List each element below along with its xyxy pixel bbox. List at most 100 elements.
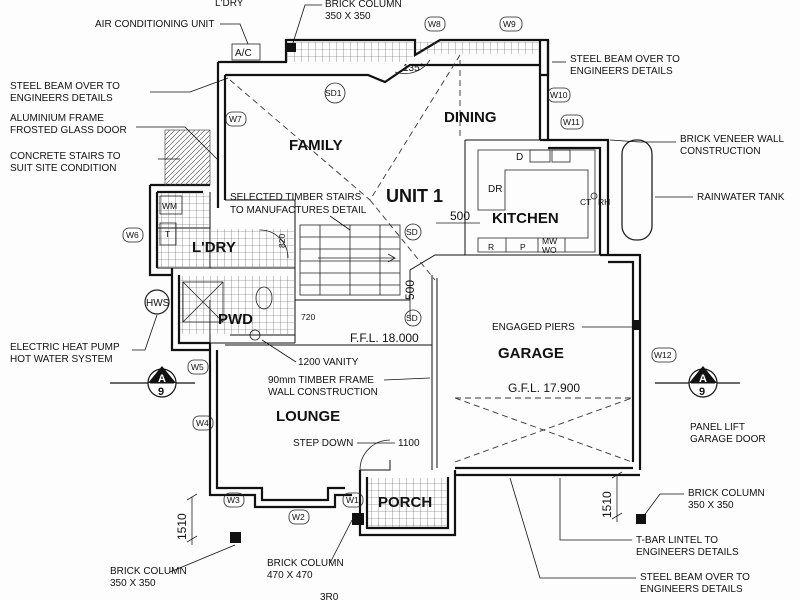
step-down-label: STEP DOWN bbox=[293, 438, 353, 449]
steel-beam-right-label-1: STEEL BEAM OVER TO bbox=[570, 54, 680, 65]
laundry-tiles bbox=[158, 193, 209, 267]
engaged-piers-label: ENGAGED PIERS bbox=[492, 322, 575, 333]
r-label: R bbox=[488, 242, 494, 252]
section-letter-right: A bbox=[699, 373, 707, 385]
dim-820: 820 bbox=[277, 234, 287, 248]
section-number-left: 9 bbox=[158, 386, 164, 398]
dashed-lines bbox=[229, 54, 633, 463]
room-lounge: LOUNGE bbox=[276, 408, 340, 425]
porch-tiles bbox=[368, 478, 447, 527]
timber-stairs-label-1: SELECTED TIMBER STAIRS bbox=[230, 192, 362, 203]
shower-cross bbox=[182, 281, 224, 323]
brick-col-bm-label-2: 470 X 470 bbox=[267, 570, 313, 581]
pwd-tiles bbox=[180, 276, 294, 334]
mw-label: MW bbox=[542, 236, 557, 246]
kitchen-benches bbox=[477, 149, 598, 253]
balcony-tiles bbox=[286, 42, 413, 62]
room-garage: GARAGE bbox=[498, 345, 564, 362]
top-partial-label: L'DRY bbox=[215, 0, 244, 9]
window-tag-w11: W11 bbox=[563, 117, 580, 127]
window-tag-w8: W8 bbox=[428, 19, 441, 29]
window-tag-w12: W12 bbox=[654, 350, 672, 360]
washing-machine-shape bbox=[159, 195, 183, 215]
sd1-label: SD1 bbox=[325, 88, 342, 98]
sink-icon-2 bbox=[551, 149, 571, 163]
gfl-label: G.F.L. 17.900 bbox=[508, 381, 580, 395]
p-label: P bbox=[520, 242, 526, 252]
window-tag-w6: W6 bbox=[126, 230, 139, 240]
timber-frame-label-1: 90mm TIMBER FRAME bbox=[268, 375, 374, 386]
window-tag-w5: W5 bbox=[191, 362, 204, 372]
rainwater-label: RAINWATER TANK bbox=[697, 192, 785, 203]
electric-label-2: HOT WATER SYSTEM bbox=[10, 354, 113, 365]
d-label: D bbox=[516, 152, 523, 163]
brick-veneer-label-2: CONSTRUCTION bbox=[680, 146, 761, 157]
brick-col-br-label-2: 350 X 350 bbox=[688, 500, 734, 511]
window-tag-w2: W2 bbox=[292, 512, 305, 522]
section-number-right: 9 bbox=[699, 386, 705, 398]
vanity-label: 1200 VANITY bbox=[298, 357, 359, 368]
dr-label: DR bbox=[488, 184, 502, 195]
timber-stairs-label-2: TO MANUFACTURES DETAIL bbox=[230, 205, 367, 216]
section-letter-left: A bbox=[158, 373, 166, 385]
steel-beam-bottom-label-1: STEEL BEAM OVER TO bbox=[640, 572, 750, 583]
section-marker-right: A 9 bbox=[655, 366, 740, 398]
wo-label: WO bbox=[542, 245, 557, 255]
steel-beam-right-label-2: ENGINEERS DETAILS bbox=[570, 66, 673, 77]
brick-veneer-label-1: BRICK VENEER WALL bbox=[680, 134, 785, 145]
steel-beam-left-label-1: STEEL BEAM OVER TO bbox=[10, 81, 120, 92]
shower-shape bbox=[182, 281, 224, 323]
timber-frame-label-2: WALL CONSTRUCTION bbox=[268, 387, 378, 398]
steel-beam-left-label-2: ENGINEERS DETAILS bbox=[10, 93, 113, 104]
ffl-label: F.F.L. 18.000 bbox=[350, 331, 419, 345]
window-tag-w10: W10 bbox=[550, 90, 568, 100]
ac-unit-label: AIR CONDITIONING UNIT bbox=[95, 19, 214, 30]
room-unit: UNIT 1 bbox=[386, 186, 443, 206]
room-laundry: L'DRY bbox=[192, 239, 236, 256]
angle-label: 135° bbox=[403, 63, 424, 74]
room-porch: PORCH bbox=[378, 494, 432, 511]
trough-shape bbox=[159, 222, 177, 246]
ct-label: CT bbox=[580, 197, 591, 207]
window-tag-w7: W7 bbox=[229, 114, 242, 124]
window-tag-w1: W1 bbox=[346, 495, 359, 505]
alu-frame-label-2: FROSTED GLASS DOOR bbox=[10, 125, 127, 136]
dim-720: 720 bbox=[301, 312, 315, 322]
brick-col-bl-label-2: 350 X 350 bbox=[110, 578, 156, 589]
dim-1100: 1100 bbox=[398, 438, 420, 449]
annotations: AIR CONDITIONING UNIT A/C BRICK COLUMN 3… bbox=[10, 0, 785, 600]
concrete-label-1: CONCRETE STAIRS TO bbox=[10, 151, 121, 162]
window-tag-w3: W3 bbox=[227, 495, 240, 505]
brick-col-br-label-1: BRICK COLUMN bbox=[688, 488, 765, 499]
steel-beam-bottom-label-2: ENGINEERS DETAILS bbox=[640, 584, 743, 595]
dim-1510-b: 1510 bbox=[600, 491, 614, 518]
window-tags: W8 W9 W10 W11 W7 W6 W5 W4 W3 W2 W1 W12 bbox=[122, 16, 677, 525]
sd-label-1: SD bbox=[406, 227, 418, 237]
toilet-icon bbox=[255, 286, 273, 310]
tbar-label-1: T-BAR LINTEL TO bbox=[636, 535, 718, 546]
panel-lift-label-2: GARAGE DOOR bbox=[690, 434, 766, 445]
bottom-partial-label: 3R0 bbox=[320, 592, 339, 600]
cooktop-icon bbox=[590, 192, 598, 200]
balcony-tiles-2 bbox=[415, 42, 539, 54]
dimensions: 500 500 1100 720 820 1510 1510 bbox=[175, 209, 623, 545]
timber-stairs bbox=[299, 224, 401, 296]
tbar-label-2: ENGINEERS DETAILS bbox=[636, 547, 739, 558]
rainwater-tank-shape bbox=[621, 139, 653, 241]
sd-label-2: SD bbox=[406, 313, 418, 323]
concrete-label-2: SUIT SITE CONDITION bbox=[10, 163, 117, 174]
brick-col-top-label-1: BRICK COLUMN bbox=[325, 0, 402, 10]
panel-lift-label-1: PANEL LIFT bbox=[690, 422, 745, 433]
porch-door-arc bbox=[359, 439, 391, 471]
window-tag-w9: W9 bbox=[503, 19, 516, 29]
section-marker-left: A 9 bbox=[110, 366, 195, 398]
alu-frame-label-1: ALUMINIUM FRAME bbox=[10, 113, 104, 124]
room-kitchen: KITCHEN bbox=[492, 210, 559, 227]
basin-icon bbox=[249, 329, 261, 341]
ac-label: A/C bbox=[235, 48, 252, 59]
laundry-tiles-2 bbox=[210, 229, 294, 267]
exterior-walls bbox=[148, 38, 642, 537]
brick-col-bl-label-1: BRICK COLUMN bbox=[110, 566, 187, 577]
room-dining: DINING bbox=[444, 109, 497, 126]
